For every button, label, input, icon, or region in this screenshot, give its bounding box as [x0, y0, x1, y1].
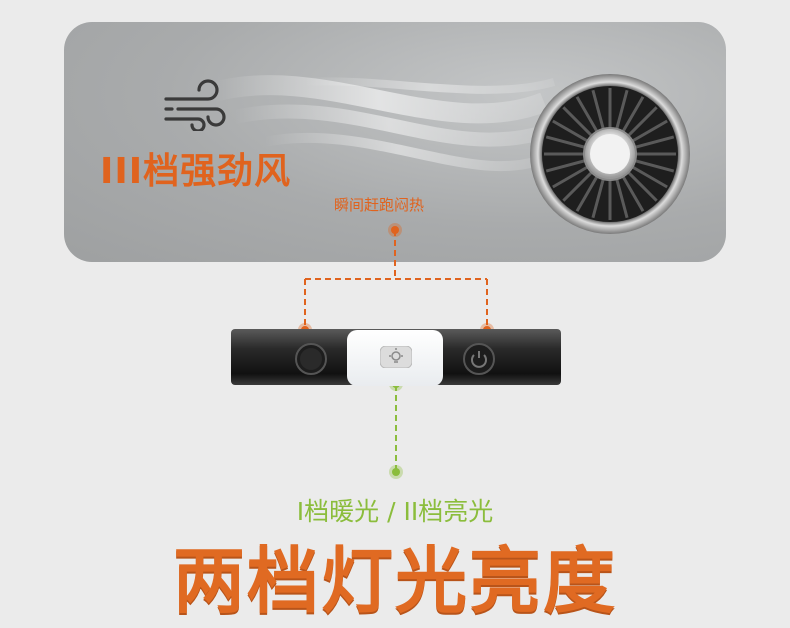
wind-icon	[164, 79, 226, 131]
fan-image	[530, 74, 690, 234]
fan-panel: III档强劲风	[64, 22, 726, 262]
headline-title: 两档灯光亮度	[172, 539, 617, 623]
callout-dot-bottom	[392, 468, 400, 476]
brightness-modes-label: I档暖光 / II档亮光	[296, 497, 494, 526]
callout-dot-top	[391, 226, 399, 234]
wind-streams	[211, 75, 556, 172]
wind-speed-title: III档强劲风	[100, 151, 292, 192]
power-icon[interactable]	[463, 343, 495, 375]
callout-top-label: 瞬间赶跑闷热	[334, 196, 425, 214]
circle-button-icon[interactable]	[295, 343, 327, 375]
light-bulb-icon[interactable]	[379, 345, 413, 369]
